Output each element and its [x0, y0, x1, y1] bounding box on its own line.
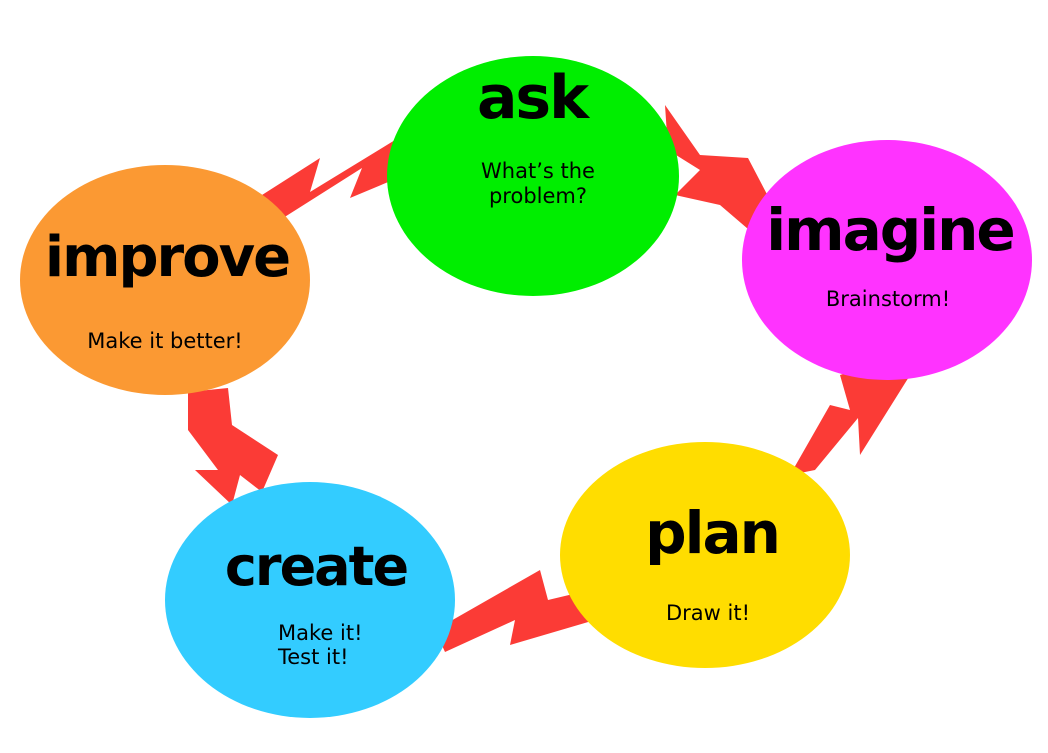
stage-plan: plan Draw it! — [560, 442, 850, 668]
stage-imagine: imagine Brainstorm! — [742, 140, 1032, 380]
bolt-connector-ask-imagine — [665, 105, 770, 235]
stage-plan-desc-line-1: Draw it! — [666, 601, 750, 625]
stage-create-title: create — [225, 535, 408, 598]
bolt-connector-imagine-plan — [790, 362, 912, 475]
stage-create-desc-line-1: Make it! — [278, 621, 362, 645]
stage-ask-desc-line-1: What’s the — [481, 159, 595, 183]
bolt-connector-improve-ask — [262, 140, 405, 225]
stage-ask-circle — [387, 56, 679, 296]
stage-imagine-title: imagine — [766, 196, 1013, 264]
stage-improve-circle — [20, 165, 310, 395]
stage-ask-title: ask — [477, 63, 591, 133]
stage-create-circle — [165, 482, 455, 718]
stage-ask: ask What’s the problem? — [387, 56, 679, 296]
stage-imagine-desc-line-1: Brainstorm! — [826, 287, 950, 311]
stage-create: create Make it! Test it! — [165, 482, 455, 718]
stage-imagine-circle — [742, 140, 1032, 380]
stage-improve-title: improve — [45, 225, 289, 290]
stage-ask-desc-line-2: problem? — [489, 184, 587, 208]
bolt-connector-create-improve — [188, 388, 278, 505]
cycle-connectors — [188, 105, 912, 652]
stage-plan-circle — [560, 442, 850, 668]
bolt-connector-plan-create — [435, 570, 595, 652]
stage-improve-desc-line-1: Make it better! — [87, 329, 242, 353]
stage-plan-title: plan — [645, 499, 779, 567]
stage-improve: improve Make it better! — [20, 165, 310, 395]
stage-create-desc-line-2: Test it! — [277, 645, 349, 669]
